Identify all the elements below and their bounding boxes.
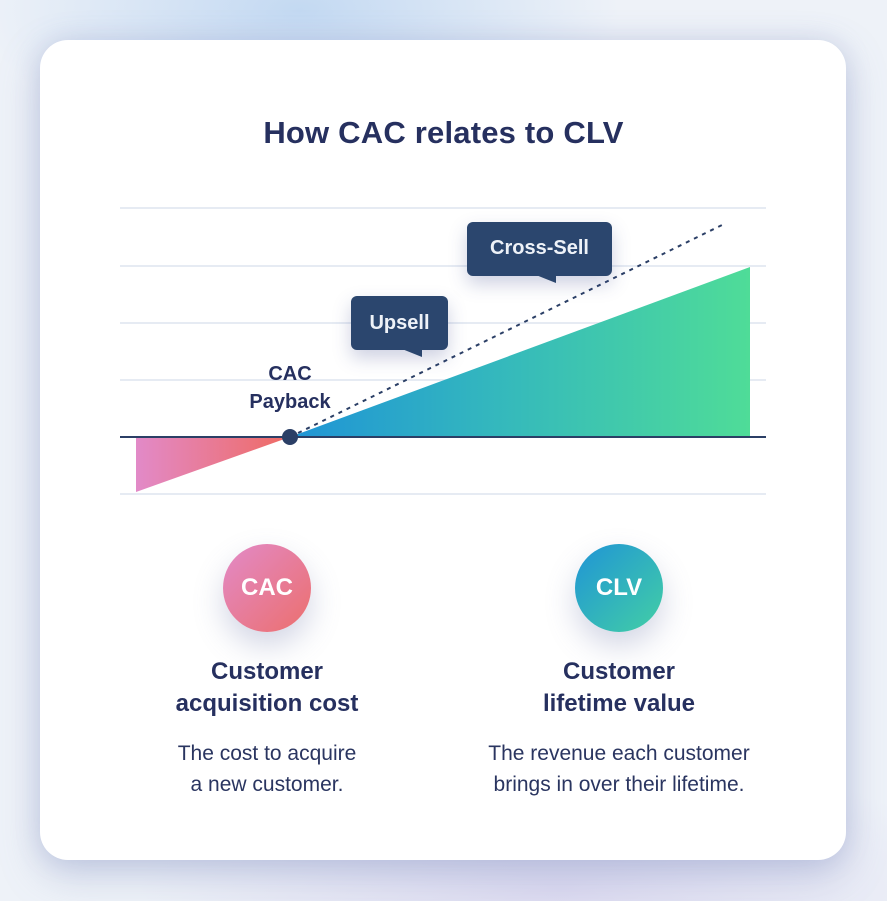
payback-point bbox=[282, 429, 298, 445]
clv-heading-line2: lifetime value bbox=[542, 690, 696, 717]
page-title: How CAC relates to CLV bbox=[263, 115, 624, 150]
clv-description: The revenue each customer brings in over… bbox=[439, 738, 799, 800]
cac-description: The cost to acquire a new customer. bbox=[117, 738, 417, 800]
cac-badge: CAC bbox=[223, 544, 311, 632]
upsell-tooltip: Upsell bbox=[351, 296, 448, 350]
clv-description-line2: brings in over their lifetime. bbox=[493, 773, 745, 796]
cac-area bbox=[136, 437, 290, 492]
clv-area bbox=[290, 267, 750, 437]
cac-description-line2: a new customer. bbox=[190, 773, 344, 796]
cac-description-line1: The cost to acquire bbox=[177, 742, 357, 765]
cac-heading: Customer acquisition cost bbox=[127, 656, 407, 720]
clv-heading-line1: Customer bbox=[562, 658, 676, 685]
clv-badge: CLV bbox=[575, 544, 663, 632]
clv-heading: Customer lifetime value bbox=[479, 656, 759, 720]
upsell-tooltip-tail bbox=[402, 349, 422, 357]
cac-payback-label: CAC Payback bbox=[228, 360, 352, 416]
cross-sell-tooltip: Cross-Sell bbox=[467, 222, 612, 276]
cac-heading-line2: acquisition cost bbox=[175, 690, 359, 717]
cac-heading-line1: Customer bbox=[210, 658, 324, 685]
payback-label-line2: Payback bbox=[249, 391, 331, 413]
cross-sell-tooltip-tail bbox=[536, 275, 556, 283]
payback-label-line1: CAC bbox=[268, 363, 312, 385]
clv-description-line1: The revenue each customer bbox=[488, 742, 750, 765]
